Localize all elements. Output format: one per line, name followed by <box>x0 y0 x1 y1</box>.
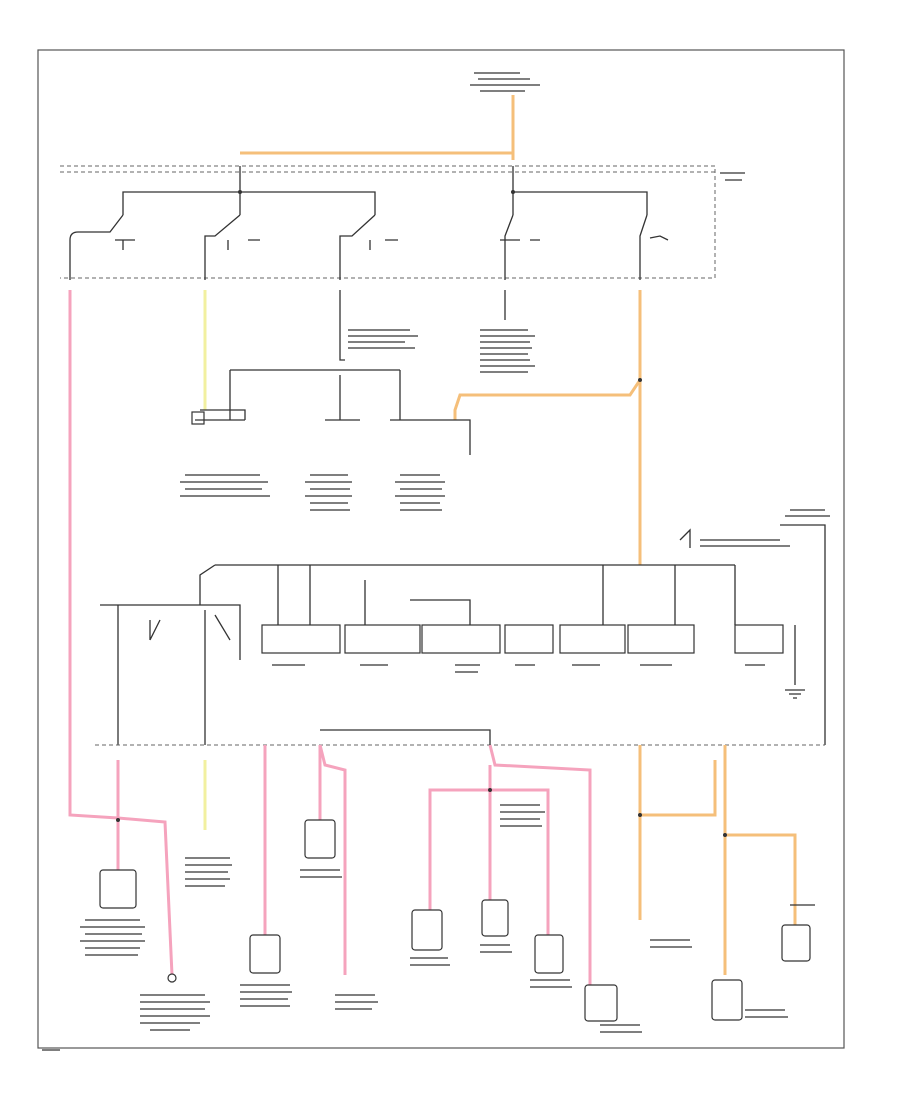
splice-col3 <box>229 369 401 420</box>
relay-bus-left <box>100 604 241 660</box>
arrow-right <box>679 528 691 548</box>
connector-c2 <box>200 409 246 420</box>
relay-switch-b <box>214 614 231 641</box>
orange-wire-lower-link <box>640 760 717 817</box>
component-h <box>781 924 811 962</box>
switch-contacts <box>69 214 669 280</box>
orange-wire-lower-c <box>725 833 797 925</box>
pink-wire-col4 <box>318 744 347 975</box>
top-power-source <box>470 66 542 92</box>
component-d <box>411 909 443 951</box>
ground-symbol <box>785 689 805 699</box>
diagram-frame <box>37 49 845 1049</box>
col4-component-label <box>480 329 535 373</box>
connector-row <box>195 419 471 455</box>
component-e <box>481 899 509 937</box>
pink-wire-col5-left <box>428 765 492 915</box>
component-c <box>304 819 336 859</box>
relay-box-6 <box>627 624 695 654</box>
component-b <box>249 934 281 974</box>
relay-box-2 <box>344 624 421 654</box>
relay-bus-drops <box>199 564 796 685</box>
switch-bus-far-right <box>513 191 648 215</box>
orange-wire-col5-branch <box>453 290 642 420</box>
relay-box-3 <box>421 624 501 654</box>
component-a <box>99 869 137 909</box>
pink-wire-col5-right <box>488 744 592 985</box>
wire-right-edge <box>780 524 826 745</box>
switch-bus-mid <box>240 191 376 215</box>
relay-box-5 <box>559 624 626 654</box>
lower-labels <box>80 804 815 1033</box>
lower-components <box>99 819 811 1022</box>
splice-col3-label <box>348 329 418 349</box>
relay-boxes <box>261 624 784 654</box>
splice-lower <box>320 729 491 745</box>
relay-box-7 <box>734 624 784 654</box>
wire-col3 <box>339 290 345 361</box>
relay-switch-a <box>149 619 161 641</box>
right-label <box>700 509 830 547</box>
component-i <box>711 979 743 1021</box>
component-f <box>534 934 564 974</box>
switch-bus-left <box>122 166 241 215</box>
relay-box-4 <box>504 624 554 654</box>
splice-dots <box>116 190 727 837</box>
component-g <box>584 984 618 1022</box>
connector-c2-block <box>191 411 205 425</box>
pink-wire-col5-mid <box>490 788 550 935</box>
relay-box-1 <box>261 624 341 654</box>
relay-labels <box>272 664 765 673</box>
component-j <box>167 973 177 983</box>
ignition-switch-boundary <box>60 165 716 279</box>
ignition-switch-label <box>720 172 745 181</box>
mid-component-labels <box>180 474 445 511</box>
